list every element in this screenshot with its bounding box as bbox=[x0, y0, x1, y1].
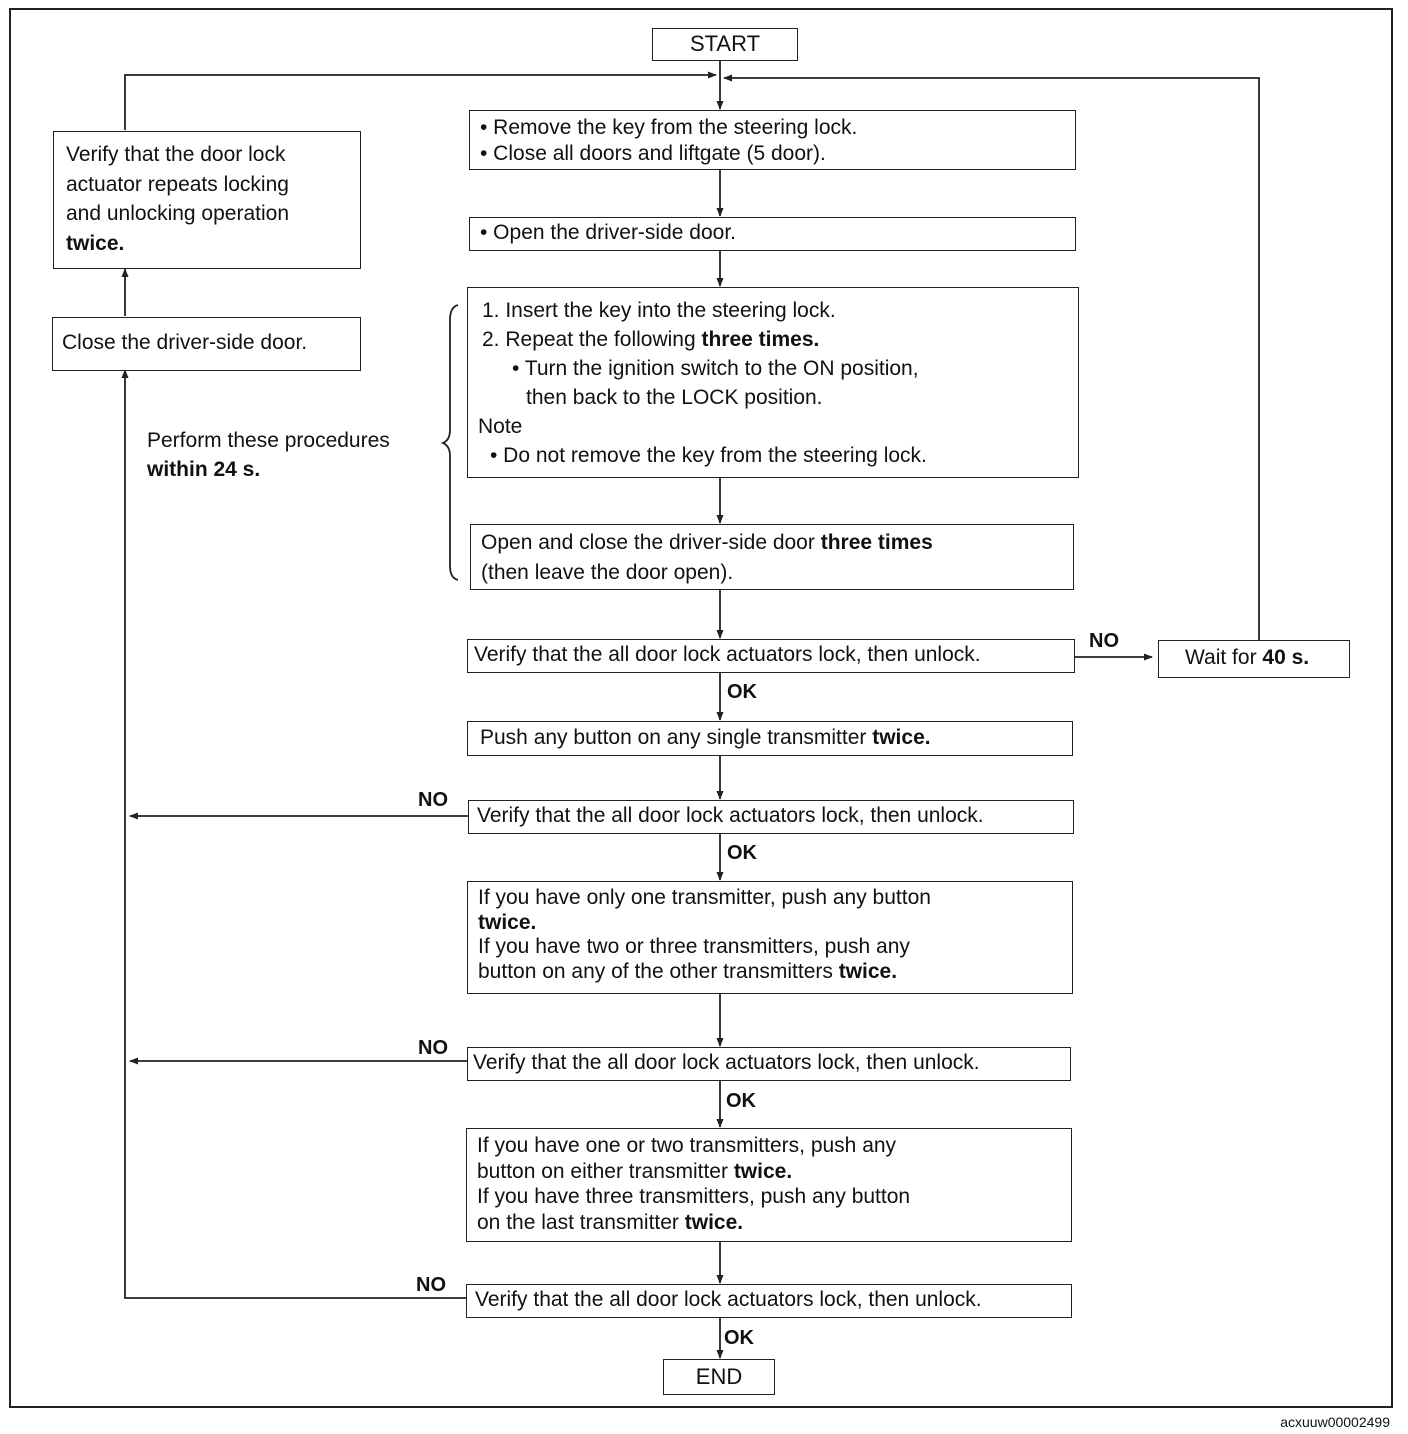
step-insert-key-line2-a: 2. Repeat the following bbox=[482, 328, 702, 351]
step-push-other-line4: button on any of the other transmitters … bbox=[478, 960, 1062, 985]
step-push-last-line2-b: twice. bbox=[733, 1159, 793, 1183]
step-insert-key-line3: • Turn the ignition switch to the ON pos… bbox=[512, 357, 919, 380]
end-terminal: END bbox=[663, 1359, 775, 1395]
verify-step-2-text: Verify that the all door lock actuators … bbox=[477, 804, 984, 827]
diagram-frame bbox=[9, 8, 1393, 1408]
step-insert-key-note-text: • Do not remove the key from the steerin… bbox=[490, 444, 927, 467]
step-push-last-line2: button on either transmitter twice. bbox=[477, 1159, 1061, 1185]
step-open-door-text: • Open the driver-side door. bbox=[480, 221, 736, 244]
step-push-single-a: Push any button on any single transmitte… bbox=[480, 726, 873, 749]
close-door-step: Close the driver-side door. bbox=[52, 317, 361, 371]
no-label-3: NO bbox=[418, 1037, 448, 1059]
time-limit-line1: Perform these procedures bbox=[147, 429, 390, 452]
step-push-single-b: twice. bbox=[872, 726, 931, 749]
procedure-brace bbox=[440, 304, 459, 581]
ok-label-3: OK bbox=[726, 1090, 756, 1112]
step-insert-key-line4: then back to the LOCK position. bbox=[526, 386, 823, 409]
step-push-last-line1: If you have one or two transmitters, pus… bbox=[477, 1134, 897, 1157]
verify-step-2: Verify that the all door lock actuators … bbox=[468, 800, 1074, 834]
step-push-other-line1: If you have only one transmitter, push a… bbox=[478, 886, 931, 909]
figure-code: acxuuw00002499 bbox=[1280, 1414, 1390, 1430]
step-open-door: • Open the driver-side door. bbox=[469, 217, 1076, 251]
no-label-1: NO bbox=[1089, 630, 1119, 652]
loop-verify-twice-to-top bbox=[124, 71, 717, 130]
step-push-single: Push any button on any single transmitte… bbox=[467, 721, 1073, 756]
verify-twice-line1: Verify that the door lock bbox=[66, 143, 286, 166]
step-remove-key: • Remove the key from the steering lock.… bbox=[469, 110, 1076, 170]
step-push-last: If you have one or two transmitters, pus… bbox=[466, 1128, 1072, 1242]
verify-step-1-text: Verify that the all door lock actuators … bbox=[474, 643, 981, 666]
step-insert-key-line1: 1. Insert the key into the steering lock… bbox=[482, 299, 836, 322]
step-push-last-line4: on the last transmitter twice. bbox=[477, 1210, 1061, 1236]
verify-twice-line3: and unlocking operation bbox=[66, 202, 290, 225]
wait-step-b: 40 s. bbox=[1262, 646, 1310, 669]
start-label: START bbox=[689, 31, 761, 56]
close-door-text: Close the driver-side door. bbox=[62, 331, 308, 354]
verify-step-3: Verify that the all door lock actuators … bbox=[467, 1047, 1071, 1081]
time-limit-note: Perform these procedures within 24 s. bbox=[147, 426, 390, 484]
verify-step-3-text: Verify that the all door lock actuators … bbox=[473, 1051, 980, 1074]
step-push-last-line3: If you have three transmitters, push any… bbox=[477, 1185, 911, 1208]
step-remove-key-line2: • Close all doors and liftgate (5 door). bbox=[480, 142, 826, 165]
ok-label-1: OK bbox=[727, 681, 757, 703]
step-insert-key-note-label: Note bbox=[478, 415, 523, 438]
step-push-other: If you have only one transmitter, push a… bbox=[467, 881, 1073, 994]
wait-step: Wait for 40 s. bbox=[1158, 640, 1350, 678]
step-push-other-line4-b: twice. bbox=[838, 959, 898, 983]
arrow-verify4-no-up bbox=[121, 369, 466, 1299]
step-push-other-line4-a: button on any of the other transmitters bbox=[478, 959, 839, 983]
step-insert-key: 1. Insert the key into the steering lock… bbox=[467, 287, 1079, 478]
step-push-last-line4-a: on the last transmitter bbox=[477, 1210, 685, 1234]
verify-step-4-text: Verify that the all door lock actuators … bbox=[475, 1288, 982, 1311]
end-label: END bbox=[695, 1364, 743, 1389]
step-open-close-door: Open and close the driver-side door thre… bbox=[470, 524, 1074, 590]
step-push-last-line4-b: twice. bbox=[684, 1210, 744, 1234]
step-insert-key-line2: 2. Repeat the following three times. bbox=[478, 325, 1068, 354]
no-label-2: NO bbox=[418, 789, 448, 811]
time-limit-line2: within 24 s. bbox=[147, 458, 261, 481]
ok-label-2: OK bbox=[727, 842, 757, 864]
verify-twice-line2: actuator repeats locking bbox=[66, 172, 289, 196]
step-push-other-line2: twice. bbox=[478, 910, 537, 934]
verify-step-1: Verify that the all door lock actuators … bbox=[467, 639, 1075, 673]
step-open-close-line1-b: three times bbox=[820, 531, 933, 554]
start-terminal: START bbox=[652, 28, 798, 61]
step-push-other-line3: If you have two or three transmitters, p… bbox=[478, 935, 910, 958]
step-insert-key-line2-b: three times. bbox=[701, 328, 820, 351]
step-remove-key-line1: • Remove the key from the steering lock. bbox=[480, 116, 858, 139]
step-open-close-line1: Open and close the driver-side door thre… bbox=[481, 528, 1063, 558]
loop-wait-to-top bbox=[723, 74, 1260, 640]
ok-label-4: OK bbox=[724, 1327, 754, 1349]
verify-twice-line4: twice. bbox=[66, 231, 125, 255]
verify-twice-step: Verify that the door lock actuator repea… bbox=[53, 131, 361, 269]
step-open-close-line1-a: Open and close the driver-side door bbox=[481, 531, 821, 554]
no-label-4: NO bbox=[416, 1274, 446, 1296]
step-push-last-line2-a: button on either transmitter bbox=[477, 1159, 734, 1183]
verify-step-4: Verify that the all door lock actuators … bbox=[466, 1284, 1072, 1318]
wait-step-a: Wait for bbox=[1185, 646, 1263, 669]
step-open-close-line2: (then leave the door open). bbox=[481, 561, 734, 584]
